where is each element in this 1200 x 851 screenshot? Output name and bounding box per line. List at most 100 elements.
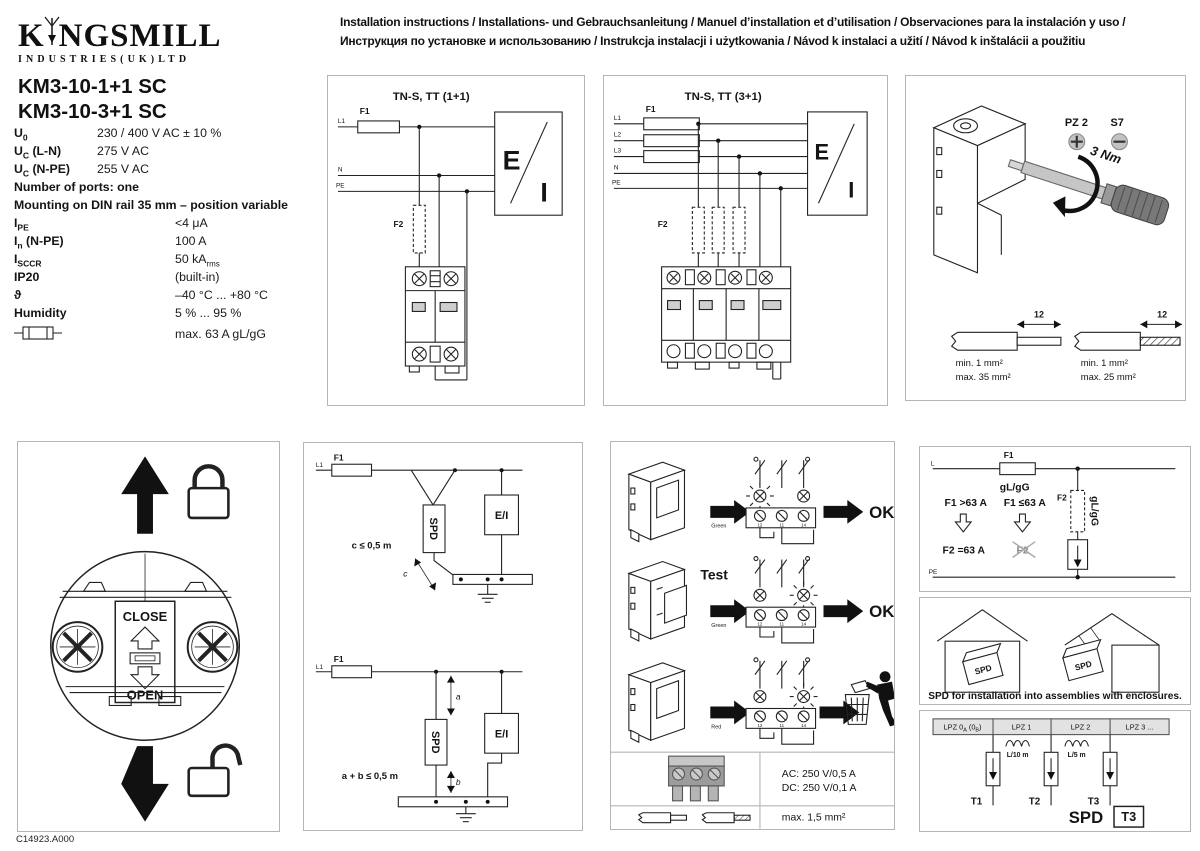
svg-text:N: N <box>338 167 343 174</box>
spec-row-mounting: Mounting on DIN rail 35 mm – position va… <box>14 198 288 212</box>
spd-device-icon-module-out <box>627 560 688 642</box>
svg-text:PE: PE <box>336 182 345 189</box>
svg-text:PE: PE <box>612 179 621 186</box>
panel-status-indication: Green 12 11 14 <box>610 441 895 830</box>
inductance-symbol-1: L/10 m <box>1005 739 1030 759</box>
svg-text:I: I <box>848 177 854 202</box>
circuit-diagram-1plus1: TN-S, TT (1+1) L1 N PE F1 E I F2 <box>336 91 563 381</box>
svg-text:F2: F2 <box>393 219 403 229</box>
signal-contact-circuit: 12 11 14 <box>745 456 817 545</box>
svg-text:I: I <box>540 177 547 207</box>
svg-text:F2: F2 <box>1057 492 1067 502</box>
fuse-f2-l1 <box>691 206 705 254</box>
t3-label: T3 <box>1088 796 1100 807</box>
spec-row-ipe: IPE<4 μA <box>14 216 208 233</box>
svg-text:T3: T3 <box>1121 809 1136 824</box>
arrow-icon <box>710 499 751 524</box>
svg-text:E: E <box>503 146 521 176</box>
spec-row-backup-fuse: max. 63 A gL/gG <box>14 322 324 341</box>
arrow-icon <box>823 599 864 624</box>
lpz3-label: LPZ 3 ... <box>1126 723 1154 732</box>
magnified-view: CLOSE OPEN <box>50 550 241 741</box>
svg-text:F2: F2 <box>658 219 668 229</box>
fuse-icon <box>14 326 62 340</box>
enclosure-caption: SPD for installation into assemblies wit… <box>928 691 1182 702</box>
svg-text:L/5 m: L/5 m <box>1068 752 1086 759</box>
test-label: Test <box>700 566 728 582</box>
close-open-slider: CLOSE OPEN <box>114 600 176 704</box>
signal-wire-icons <box>637 812 751 824</box>
model-1: KM3-10-1+1 SC <box>18 75 167 98</box>
result-ok: OK <box>869 503 894 522</box>
arrow-icon <box>710 599 751 624</box>
svg-text:12: 12 <box>757 723 762 728</box>
document-code: C14923.A000 <box>16 834 75 845</box>
t2-label: T2 <box>1029 796 1041 807</box>
panel-backup-fuse: L F1 gL/gG F2 gL/gG PE F1 >63 A F1 ≤63 A… <box>919 446 1191 592</box>
svg-text:L1: L1 <box>338 118 346 125</box>
t1-label: T1 <box>971 796 983 807</box>
model-titles: KM3-10-1+1 SC KM3-10-3+1 SC <box>18 74 167 124</box>
led-color-label: Green <box>711 623 726 629</box>
panel-connection-length: L1 F1 SPD E/I c ≤ 0,5 m c L1 F1 a SPD <box>303 442 583 831</box>
svg-text:b: b <box>456 777 461 787</box>
svg-text:14: 14 <box>801 522 806 527</box>
model-2: KM3-10-3+1 SC <box>18 100 167 123</box>
fuse-f1 <box>331 463 373 477</box>
padlock-open-icon <box>187 743 243 798</box>
svg-text:11: 11 <box>779 522 784 527</box>
svg-text:max. 25 mm²: max. 25 mm² <box>1081 371 1136 382</box>
fuse-f2-l3 <box>732 206 746 254</box>
earth-ground-icon <box>477 584 498 603</box>
spd-device-isometric <box>932 105 1027 274</box>
svg-text:min. 1 mm²: min. 1 mm² <box>1081 357 1128 368</box>
svg-text:14: 14 <box>801 622 806 627</box>
svg-text:11: 11 <box>779 622 784 627</box>
svg-text:12: 12 <box>757 622 762 627</box>
svg-text:SPD: SPD <box>429 731 441 754</box>
signal-terminal-connector <box>668 755 725 802</box>
svg-text:L2: L2 <box>614 132 622 139</box>
spd-device-2pole <box>404 266 466 374</box>
svg-text:L1: L1 <box>316 462 324 469</box>
svg-text:PE: PE <box>929 569 938 576</box>
fuse-f1-l1 <box>643 117 700 131</box>
status-row-test: Test Green 12 11 14 <box>627 556 894 644</box>
spec-row-uc-ln: UC (L-N)275 V AC <box>14 144 149 161</box>
ei-meter-box: E I <box>807 111 868 216</box>
implies-arrow-icon <box>954 513 973 533</box>
case-f1-le-63: F1 ≤63 A <box>1004 498 1047 509</box>
svg-text:E: E <box>815 140 830 165</box>
slider-down-arrow-icon <box>129 666 161 690</box>
status-row-ok: Green 12 11 14 <box>627 456 894 545</box>
spec-row-uc-npe: UC (N-PE)255 V AC <box>14 162 149 179</box>
fuse-f1-l2 <box>643 134 700 148</box>
svg-text:min. 1 mm²: min. 1 mm² <box>956 357 1003 368</box>
brand-k: K <box>18 18 45 54</box>
svg-text:E/I: E/I <box>495 510 508 522</box>
spd-t1-symbol <box>985 751 1001 787</box>
earth-ground-icon <box>455 806 476 823</box>
diagram-title: TN-S, TT (1+1) <box>393 91 470 103</box>
panel-lpz-zones: LPZ 0A (0B) LPZ 1 LPZ 2 LPZ 3 ... L/10 m… <box>919 710 1191 832</box>
padlock-closed-icon <box>187 464 230 520</box>
svg-text:L: L <box>931 461 935 468</box>
spd-type-label: SPD <box>1069 808 1103 827</box>
length-note-c: c ≤ 0,5 m <box>352 540 392 551</box>
torque-diagram: PZ 2 S7 3 Nm 12 min. 1 mm² <box>932 105 1183 382</box>
screw-terminal-left <box>51 621 104 673</box>
fuse-f1 <box>999 462 1036 476</box>
status-row-replace: Red 12 11 14 <box>627 657 894 745</box>
svg-text:L/10 m: L/10 m <box>1007 752 1029 759</box>
trash-disposal-icon <box>844 671 894 727</box>
spec-row-ip20: IP20(built-in) <box>14 270 220 284</box>
s7-label: S7 <box>1111 117 1124 129</box>
lightning-rod-icon <box>44 16 60 45</box>
signal-contact-circuit: 12 11 14 <box>745 556 818 644</box>
svg-text:L1: L1 <box>614 115 622 122</box>
down-arrow-icon <box>121 746 169 822</box>
diagram-title: TN-S, TT (3+1) <box>685 91 762 103</box>
panel-din-lock: CLOSE OPEN <box>17 441 280 832</box>
